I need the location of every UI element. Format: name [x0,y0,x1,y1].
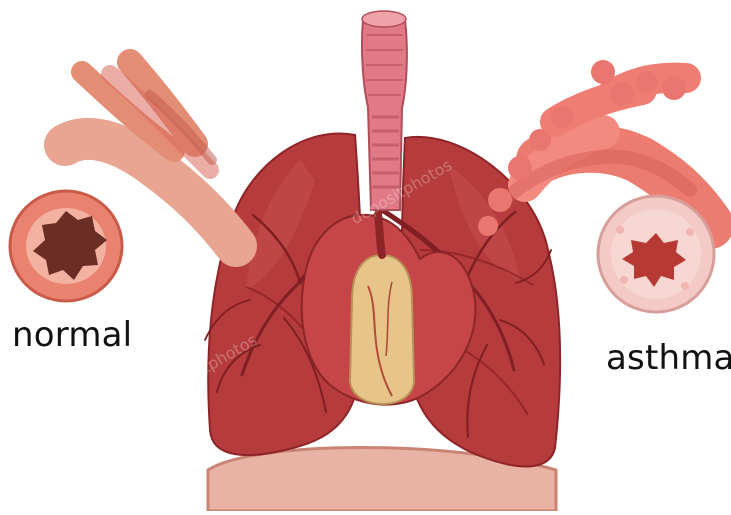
svg-text:depositphotos: depositphotos [133,0,241,58]
trachea [362,11,407,210]
normal-label: normal [12,318,132,352]
normal-airway-tube [10,62,236,301]
asthma-label: asthma [606,341,731,375]
